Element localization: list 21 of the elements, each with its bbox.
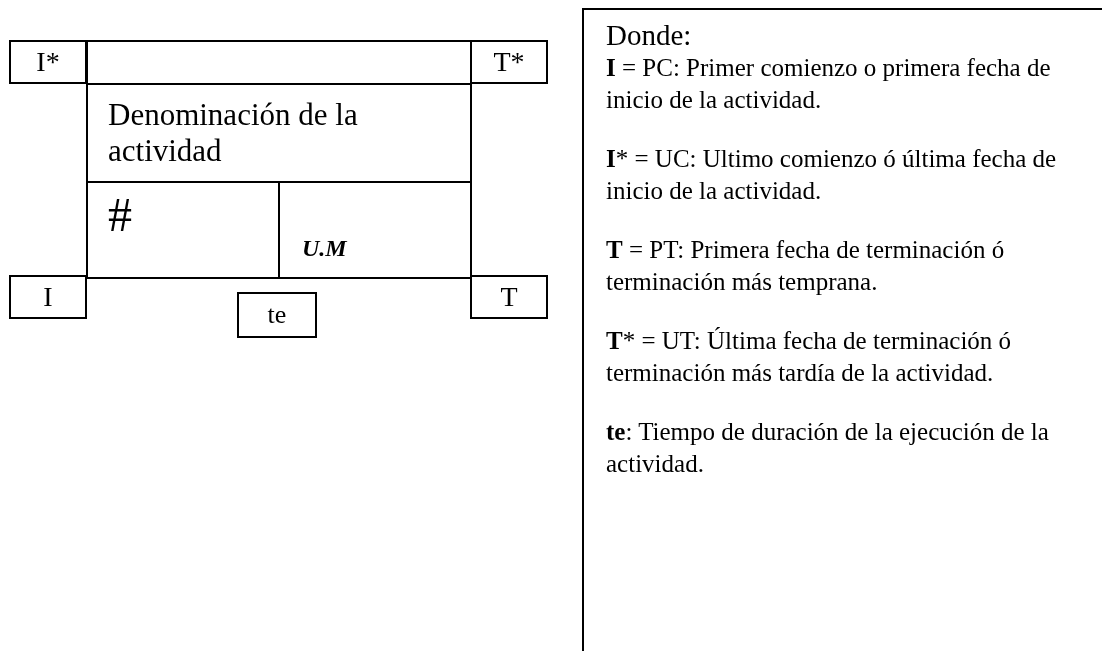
definition-text: I* = UC: Ultimo comienzo ó última fecha de inicio de la actividad. xyxy=(606,143,1058,207)
definition-text: T = PT: Primera fecha de terminación ó terminación más temprana. xyxy=(606,234,1006,298)
label-box xyxy=(470,275,548,319)
activity-frame xyxy=(86,40,472,277)
label-box xyxy=(9,275,87,319)
definition-text: te: Tiempo de duración de la ejecución de la actividad. xyxy=(606,416,1050,480)
definitions-panel xyxy=(582,8,1102,651)
label-box xyxy=(237,292,317,338)
label-box xyxy=(9,40,87,84)
definition-text: I = PC: Primer comienzo o primera fecha de inicio de la actividad. xyxy=(606,52,1052,116)
box-label: Denominación de la actividad xyxy=(108,97,359,169)
box-label: T* xyxy=(493,45,525,79)
label-box xyxy=(470,40,548,84)
panel-heading: Donde: xyxy=(606,20,693,52)
box-label: # xyxy=(108,187,132,243)
box-label: T xyxy=(500,280,518,314)
definition-text: T* = UT: Última fecha de terminación ó terminación más tardía de la actividad. xyxy=(606,325,1013,389)
box-label: te xyxy=(267,300,287,330)
box-label: I* xyxy=(36,45,60,79)
box-label: U.M xyxy=(302,235,347,263)
box-label: I xyxy=(43,280,53,314)
